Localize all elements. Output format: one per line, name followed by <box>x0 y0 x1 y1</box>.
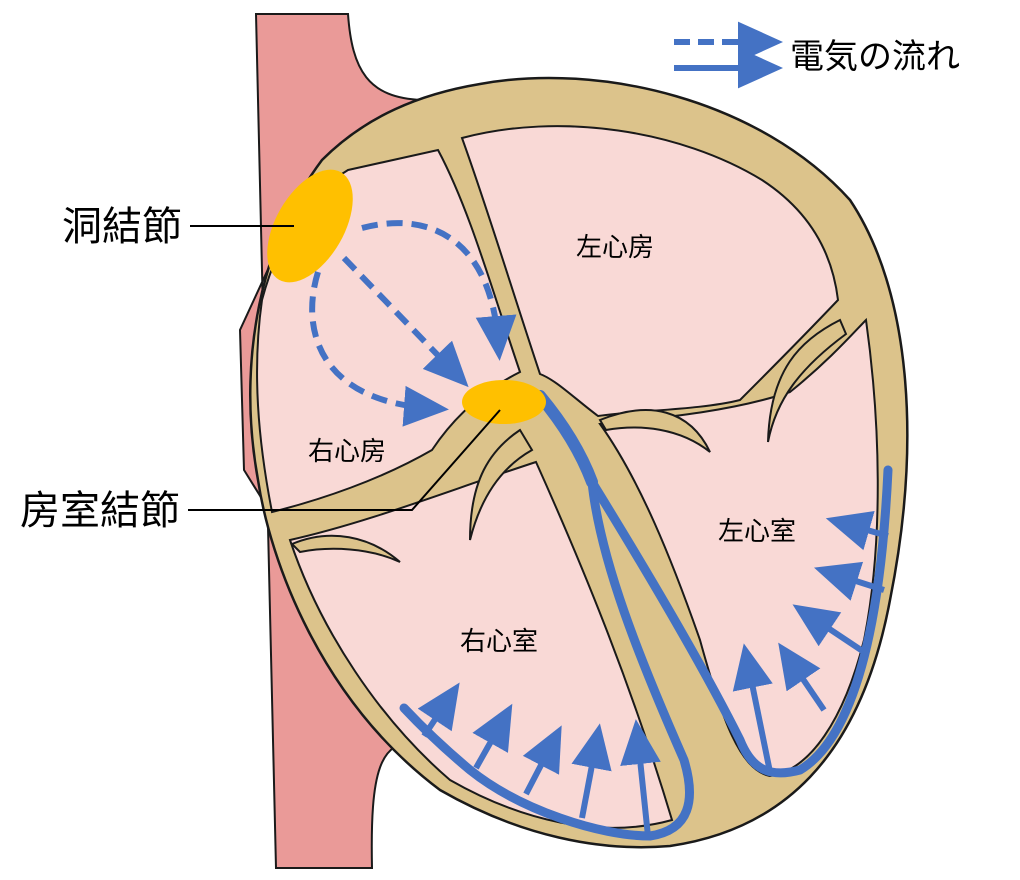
arrow <box>732 643 773 773</box>
atrial-path-lower <box>309 271 449 427</box>
atrioventricular-node <box>462 380 546 424</box>
right-bundle-branch <box>399 477 694 841</box>
purkinje-arrows-right-ventricle <box>417 682 661 837</box>
arrow <box>792 604 866 655</box>
left-bundle-branch <box>587 465 893 778</box>
left-ventricle-label: 左心室 <box>718 517 796 547</box>
left-atrium-label: 左心房 <box>576 233 654 263</box>
arrow <box>417 682 460 738</box>
tricuspid-leaflet-lower <box>290 534 401 563</box>
left-atrium-chamber <box>460 125 840 418</box>
purkinje-arrows-left-ventricle <box>732 510 889 773</box>
right-ventricle-label: 右心室 <box>460 627 538 657</box>
sinoatrial-node-label: 洞結節 <box>62 204 182 250</box>
arrow <box>620 719 661 837</box>
atrial-path-middle <box>341 255 469 388</box>
legend-label: 電気の流れ <box>790 37 960 77</box>
arrow <box>778 642 827 712</box>
arrow <box>472 703 513 770</box>
right-atrium-label: 右心房 <box>308 437 386 467</box>
great-vessel <box>238 13 474 869</box>
arrow <box>522 725 562 796</box>
atrioventricular-node-leader <box>188 409 501 511</box>
mitral-leaflet-right <box>598 409 711 453</box>
bundle-of-his <box>534 390 598 488</box>
legend: 電気の流れ <box>674 21 960 89</box>
atrial-conduction-paths <box>309 220 517 427</box>
atrial-path-upper <box>361 220 517 361</box>
arrow <box>813 561 885 601</box>
arrow <box>571 723 612 819</box>
arrow <box>825 510 889 551</box>
sinoatrial-node <box>267 169 353 283</box>
tricuspid-leaflet <box>469 428 534 541</box>
atrioventricular-node-label: 房室結節 <box>20 488 180 534</box>
mitral-leaflet-left <box>767 318 848 443</box>
